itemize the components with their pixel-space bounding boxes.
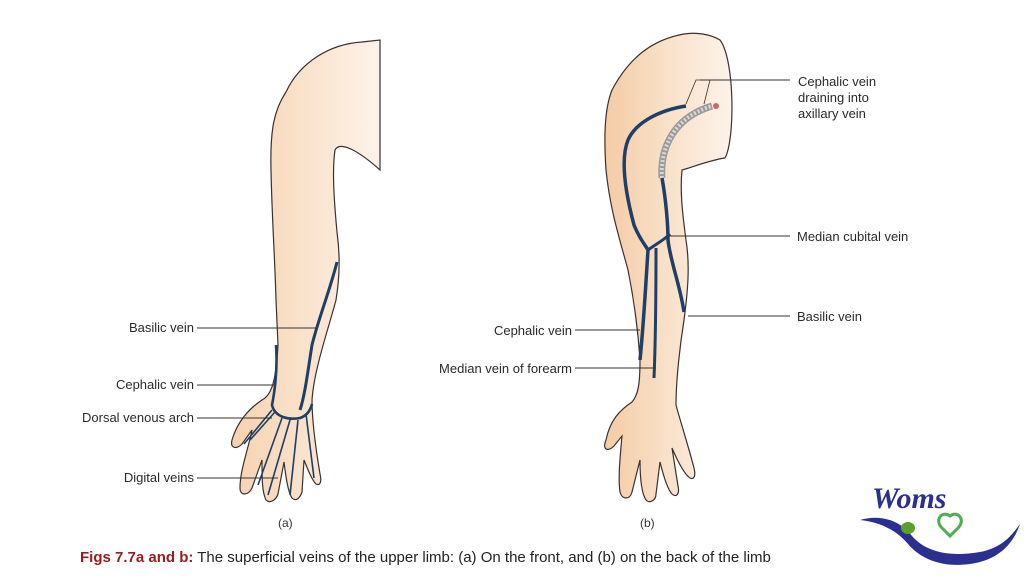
logo-swoosh [860, 517, 1020, 565]
label-basilic-vein-a: Basilic vein [128, 320, 194, 335]
label-cephalic-draining-axillary: Cephalic vein draining into axillary vei… [798, 74, 877, 121]
figure-caption: Figs 7.7a and b: The superficial veins o… [80, 549, 771, 566]
caption-number: Figs 7.7a and b: [80, 549, 194, 566]
label-dorsal-venous-arch: Dorsal venous arch [82, 410, 194, 425]
label-median-cubital-vein: Median cubital vein [797, 229, 909, 244]
sublabel-b: (b) [640, 516, 655, 530]
logo-text: Woms [872, 482, 946, 515]
woms-logo: Woms [850, 480, 1024, 576]
logo-dot [901, 522, 915, 534]
label-basilic-vein-b: Basilic vein [797, 309, 863, 324]
leader-lines-b [575, 79, 790, 369]
sublabel-a: (a) [278, 516, 293, 530]
leader-lines-a [197, 327, 318, 479]
arm-back-figure [604, 32, 733, 503]
label-cephalic-vein-a: Cephalic vein [115, 377, 194, 392]
label-digital-veins: Digital veins [123, 470, 194, 485]
arm-front-figure [231, 39, 381, 503]
label-median-vein-forearm: Median vein of forearm [439, 361, 572, 376]
heart-icon [937, 512, 963, 539]
label-cephalic-vein-b: Cephalic vein [493, 323, 572, 338]
caption-text: The superficial veins of the upper limb:… [193, 549, 771, 566]
